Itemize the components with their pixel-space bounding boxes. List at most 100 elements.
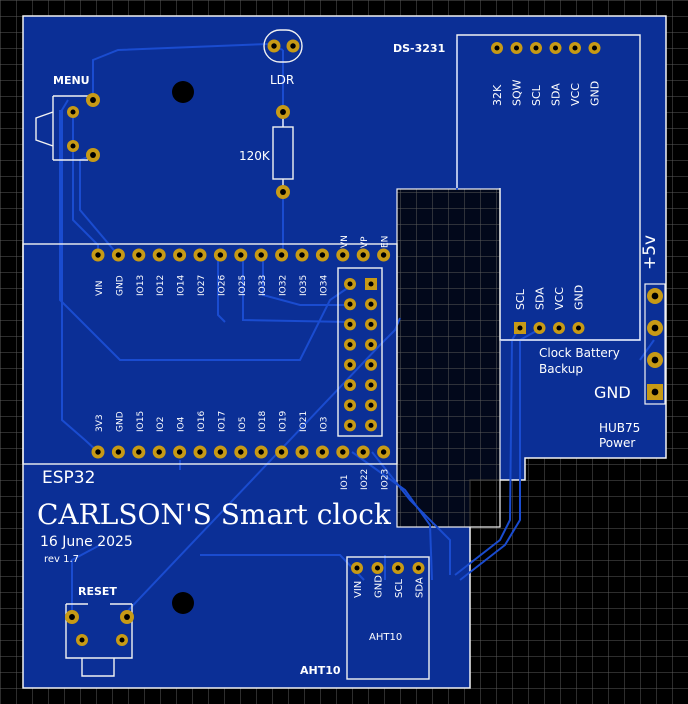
resistor-pad-drill: [280, 109, 286, 115]
rtc-side-pad-drill: [517, 325, 523, 331]
esp32-module-outline: [22, 243, 398, 465]
battery-label-line1: Clock Battery: [539, 346, 620, 360]
reset-switch-pad-drill: [119, 637, 125, 643]
rtc-module-outline: [456, 34, 641, 341]
rtc-side-pin-label: SCL: [514, 288, 527, 310]
esp32-pin-label: IO18: [258, 411, 268, 432]
aht10-pin-label: SCL: [394, 579, 405, 598]
esp32-top-pads: [91, 248, 391, 262]
battery-label-line2: Backup: [539, 362, 583, 376]
esp32-pad-drill: [136, 449, 142, 455]
power-pad-drill: [651, 292, 659, 300]
header-pad-drill: [368, 402, 374, 408]
power-pad-drill: [651, 388, 659, 396]
header-pad-drill: [368, 362, 374, 368]
rtc-pin-label: SDA: [550, 83, 563, 106]
header-pad-drill: [347, 301, 353, 307]
esp32-pin-label: IO2: [156, 417, 166, 432]
esp32-pin-label: IO12: [156, 275, 166, 296]
reset-switch-outline: [65, 603, 133, 677]
reset-switch-pad-drill: [69, 614, 75, 620]
rtc-pad-drill: [533, 45, 539, 51]
power-pad-drill: [651, 324, 659, 332]
rtc-side-pin-label: GND: [573, 285, 586, 310]
esp32-pad-drill: [156, 449, 162, 455]
esp32-pad-drill: [340, 252, 346, 258]
esp32-pin-label: IO21: [299, 411, 309, 432]
power-pad-drill: [651, 356, 659, 364]
esp32-pad-drill: [197, 449, 203, 455]
menu-switch-pad-drill: [90, 152, 96, 158]
board-revision: rev 1.7: [44, 554, 79, 565]
esp32-pin-label: IO17: [217, 411, 227, 432]
menu-switch-pad-drill: [70, 109, 76, 115]
esp32-pin-label: VN: [340, 235, 350, 248]
pcb-board: [22, 15, 667, 689]
esp32-pin-label: IO22: [360, 469, 370, 490]
header-pad-drill: [347, 321, 353, 327]
esp32-pad-drill: [176, 252, 183, 258]
esp32-pin-label: IO5: [238, 417, 248, 432]
esp32-pin-label: IO34: [319, 275, 329, 296]
aht10-pad-drill: [395, 565, 401, 571]
aht10-pad-drill: [415, 565, 422, 571]
rtc-pin-label: SCL: [530, 84, 543, 106]
esp32-pad-drill: [278, 449, 285, 455]
mounting-hole: [172, 592, 194, 614]
rtc-pad-drill: [572, 45, 578, 51]
mounting-hole: [172, 81, 194, 103]
esp32-pad-drill: [278, 252, 285, 258]
hub75-label-line2: Power: [599, 436, 635, 450]
esp32-pad-drill: [360, 449, 366, 455]
esp32-pad-drill: [380, 449, 387, 455]
menu-label: MENU: [53, 74, 90, 87]
esp32-pin-label: IO35: [299, 275, 309, 296]
esp32-pad-drill: [360, 252, 366, 258]
rtc-pin-label: 32K: [491, 84, 504, 106]
esp32-pad-drill: [95, 252, 101, 258]
esp32-pin-label: IO26: [217, 275, 227, 296]
esp32-pin-label: GND: [115, 275, 125, 296]
header-pad-drill: [368, 382, 374, 388]
esp32-pin-label: VP: [360, 236, 370, 248]
rtc-pin-label: GND: [589, 81, 602, 106]
esp32-pin-label: IO27: [197, 275, 207, 296]
rtc-pad-drill: [494, 45, 500, 51]
rtc-pin-label: SQW: [511, 79, 524, 106]
misc-pads: [65, 39, 666, 646]
resistor-pad-drill: [280, 189, 286, 195]
esp32-pin-label: IO16: [197, 411, 207, 432]
esp32-pin-label: EN: [381, 236, 391, 248]
header-pad-drill: [368, 422, 374, 428]
reset-switch-pad-drill: [124, 614, 130, 620]
aht10-pin-label: GND: [374, 575, 385, 598]
board-date: 16 June 2025: [40, 534, 133, 550]
header-pad-drill: [347, 422, 353, 428]
header-pad-drill: [368, 281, 374, 287]
esp32-pad-drill: [319, 449, 326, 455]
plus5v-label: +5v: [640, 235, 660, 270]
esp32-pin-label: IO3: [319, 417, 329, 432]
esp32-pad-drill: [299, 252, 305, 258]
rtc-side-pad-drill: [556, 325, 562, 331]
ldr-outline: [263, 29, 303, 63]
esp32-pad-drill: [380, 252, 387, 258]
esp32-pin-label: IO32: [279, 275, 289, 296]
rtc-pad-drill: [513, 45, 520, 51]
esp32-pad-drill: [238, 252, 244, 258]
aht10-module-outline: [346, 556, 430, 680]
esp32-pin-label: IO25: [238, 275, 248, 296]
esp32-pad-drill: [258, 449, 264, 455]
esp32-pad-drill: [176, 449, 183, 455]
hub75-label-line1: HUB75: [599, 421, 640, 435]
esp32-pin-label: IO19: [279, 411, 289, 432]
header-pad-drill: [347, 402, 353, 408]
esp32-pad-drill: [115, 449, 122, 455]
rtc-side-pads: [514, 322, 585, 334]
esp32-pad-drill: [95, 449, 101, 455]
